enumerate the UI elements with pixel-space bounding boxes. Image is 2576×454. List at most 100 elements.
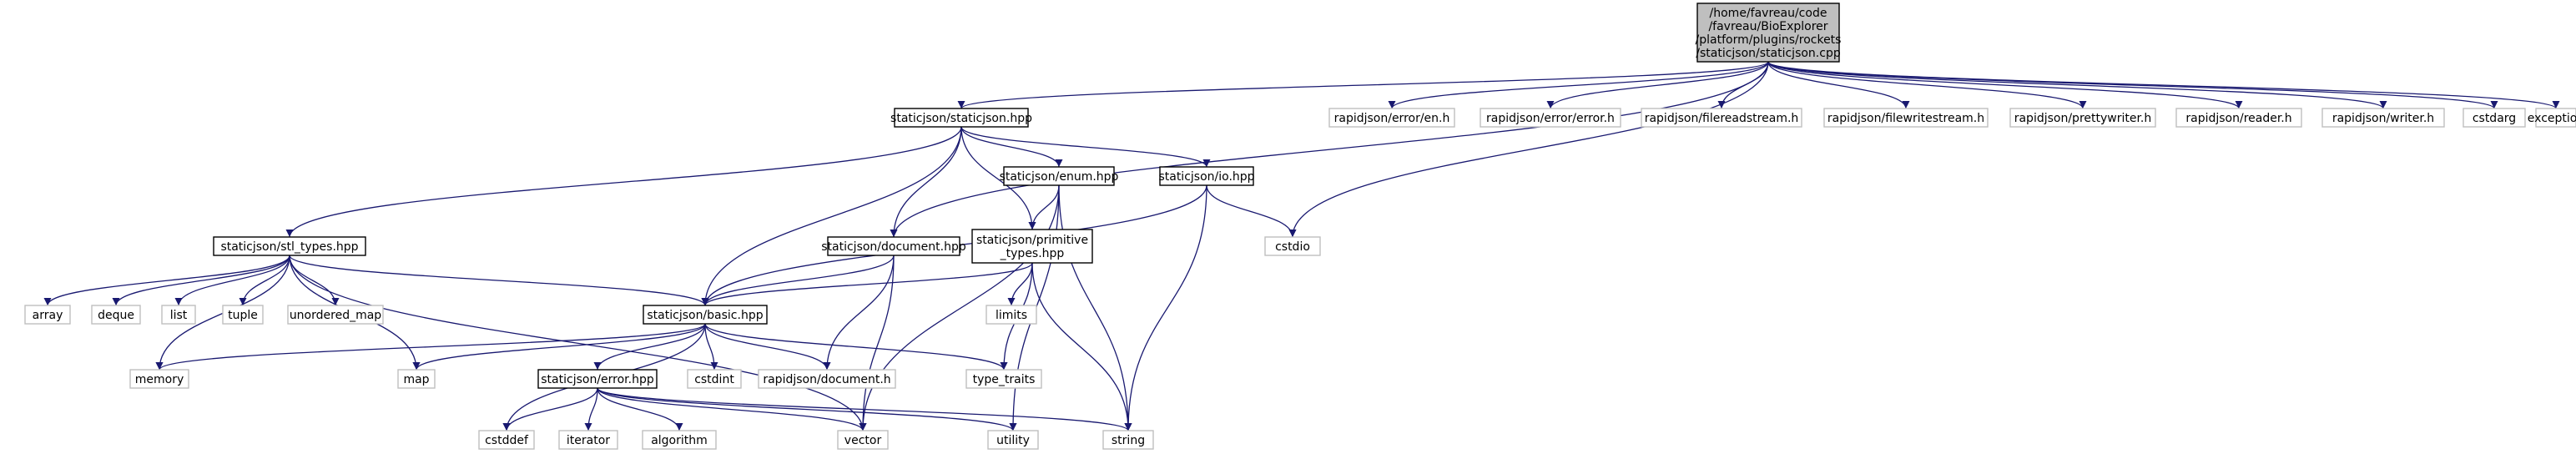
node-box: [1696, 3, 1840, 63]
node-box: [91, 305, 141, 325]
node-label: rapidjson/filereadstream.h: [1645, 112, 1799, 125]
node-box: [161, 305, 196, 325]
node-string: string: [1102, 430, 1154, 450]
node-prettywriter: rapidjson/prettywriter.h: [2009, 108, 2156, 128]
node-box: [222, 305, 264, 325]
node-box: [1003, 166, 1115, 186]
edge-root-to-err-en: [1388, 61, 1769, 109]
edge-document-hpp-to-basic-hpp: [701, 255, 895, 306]
edge-root-to-writer: [1767, 61, 2387, 109]
edge-basic-hpp-to-cstdint: [704, 323, 718, 371]
node-box: [397, 369, 436, 389]
node-box: [687, 369, 742, 389]
node-label: /staticjson/staticjson.cpp: [1696, 47, 1841, 60]
edge-root-to-cstdio: [1288, 61, 1769, 238]
node-rj-document: rapidjson/document.h: [758, 369, 896, 389]
edge-root-to-err-error: [1546, 61, 1769, 109]
node-box: [987, 430, 1039, 450]
node-label: limits: [996, 309, 1027, 322]
node-box: [827, 236, 960, 256]
node-err-en: rapidjson/error/en.h: [1328, 108, 1455, 128]
node-box: [1480, 108, 1621, 128]
edge-staticjson-hpp-to-io-hpp: [960, 126, 1211, 168]
node-document-hpp[interactable]: staticjson/document.hpp: [821, 236, 966, 256]
node-label: list: [170, 309, 188, 322]
node-basic-hpp[interactable]: staticjson/basic.hpp: [643, 305, 768, 325]
edge-io-hpp-to-string: [1124, 184, 1207, 431]
edge-stl-types-to-deque: [112, 255, 290, 306]
node-box: [965, 369, 1042, 389]
node-box: [1264, 236, 1321, 256]
node-box: [287, 305, 384, 325]
edge-root-to-exception: [1767, 61, 2560, 109]
dependency-edges: [43, 61, 2560, 431]
node-filewritestream: rapidjson/filewritestream.h: [1823, 108, 1989, 128]
node-err-error: rapidjson/error/error.h: [1480, 108, 1621, 128]
node-error-hpp[interactable]: staticjson/error.hpp: [537, 369, 658, 389]
edge-root-to-reader: [1767, 61, 2243, 109]
edge-basic-hpp-to-map: [412, 323, 706, 371]
edge-root-to-staticjson-hpp: [957, 61, 1769, 109]
edge-stl-types-to-unordered-map: [289, 255, 340, 306]
graph-nodes: /home/favreau/code/favreau/BioExplorer/p…: [24, 3, 2576, 450]
node-box: [2175, 108, 2302, 128]
node-label: type_traits: [973, 373, 1036, 386]
edge-root-to-document-hpp: [890, 61, 1769, 238]
node-box: [2463, 108, 2526, 128]
edge-staticjson-hpp-to-document-hpp: [890, 126, 962, 238]
node-label: staticjson/basic.hpp: [647, 309, 763, 322]
node-label: rapidjson/error/en.h: [1334, 112, 1450, 125]
node-enum-hpp[interactable]: staticjson/enum.hpp: [1000, 166, 1119, 186]
edge-staticjson-hpp-to-enum-hpp: [960, 126, 1063, 168]
node-reader: rapidjson/reader.h: [2175, 108, 2302, 128]
edge-error-hpp-to-utility: [597, 387, 1017, 431]
node-box: [758, 369, 896, 389]
node-iterator: iterator: [558, 430, 618, 450]
node-label: rapidjson/prettywriter.h: [2014, 112, 2152, 125]
node-box: [129, 369, 189, 389]
node-label: staticjson/stl_types.hpp: [220, 240, 358, 254]
edge-basic-hpp-to-type-traits: [704, 323, 1008, 371]
node-root[interactable]: /home/favreau/code/favreau/BioExplorer/p…: [1696, 3, 1842, 63]
node-label: string: [1112, 434, 1145, 447]
node-label: staticjson/enum.hpp: [1000, 170, 1119, 184]
node-box: [558, 430, 618, 450]
node-label: vector: [844, 434, 882, 447]
edge-stl-types-to-basic-hpp: [289, 255, 709, 306]
node-box: [1102, 430, 1154, 450]
node-box: [213, 236, 366, 256]
node-stl-types[interactable]: staticjson/stl_types.hpp: [213, 236, 366, 256]
node-label: staticjson/io.hpp: [1158, 170, 1254, 184]
node-label: utility: [996, 434, 1030, 447]
node-io-hpp[interactable]: staticjson/io.hpp: [1158, 166, 1255, 186]
node-filereadstream: rapidjson/filereadstream.h: [1641, 108, 1802, 128]
node-label: /platform/plugins/rockets: [1696, 33, 1842, 47]
node-staticjson-hpp[interactable]: staticjson/staticjson.hpp: [890, 108, 1032, 128]
node-algorithm: algorithm: [642, 430, 717, 450]
node-label: rapidjson/reader.h: [2185, 112, 2291, 125]
node-label: exception: [2528, 112, 2576, 125]
edge-root-to-filewritestream: [1767, 61, 1910, 109]
edge-basic-hpp-to-memory: [155, 323, 706, 371]
node-label: rapidjson/document.h: [763, 373, 890, 386]
node-box: [837, 430, 889, 450]
node-label: array: [33, 309, 63, 322]
edge-error-hpp-to-string: [597, 387, 1132, 431]
node-box: [537, 369, 658, 389]
edge-io-hpp-to-cstdio: [1206, 184, 1297, 238]
node-cstdarg: cstdarg: [2463, 108, 2526, 128]
node-type-traits: type_traits: [965, 369, 1042, 389]
node-box: [24, 305, 71, 325]
node-label: /home/favreau/code: [1710, 7, 1827, 20]
edge-error-hpp-to-iterator: [584, 387, 598, 431]
node-map: map: [397, 369, 436, 389]
node-label: staticjson/error.hpp: [541, 373, 654, 386]
node-vector: vector: [837, 430, 889, 450]
node-box: [971, 229, 1093, 264]
node-writer: rapidjson/writer.h: [2321, 108, 2445, 128]
node-box: [2009, 108, 2156, 128]
node-cstdio: cstdio: [1264, 236, 1321, 256]
edge-error-hpp-to-cstddef: [502, 387, 598, 431]
node-primitive-types[interactable]: staticjson/primitive_types.hpp: [971, 229, 1093, 264]
node-box: [986, 305, 1037, 325]
